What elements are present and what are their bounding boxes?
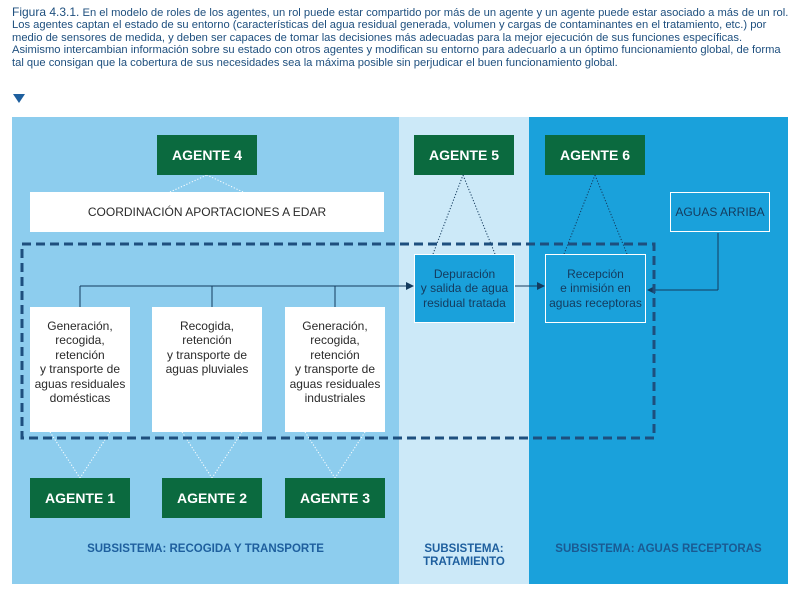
role-aguas-arriba: AGUAS ARRIBA	[670, 192, 770, 232]
agent4-links	[169, 174, 244, 193]
role-depuracion: Depuración y salida de agua residual tra…	[414, 254, 515, 323]
agent5-links	[432, 174, 496, 255]
figure-label: Figura 4.3.1.	[12, 5, 80, 19]
figure-caption: Figura 4.3.1. En el modelo de roles de l…	[12, 6, 792, 69]
subsystem-receptoras-label: SUBSISTEMA: AGUAS RECEPTORAS	[555, 543, 762, 555]
triangle-marker-icon	[13, 94, 25, 103]
agent-1-label: AGENTE 1	[44, 490, 115, 506]
role-coordinacion: COORDINACIÓN APORTACIONES A EDAR	[30, 192, 384, 232]
agent-3[interactable]: AGENTE 3	[285, 478, 385, 518]
agent-6-label: AGENTE 6	[559, 147, 630, 163]
agent-6[interactable]: AGENTE 6	[545, 135, 645, 175]
agent-5[interactable]: AGENTE 5	[414, 135, 514, 175]
role-industriales: Generación, recogida, retención y transp…	[285, 307, 385, 432]
role-domesticas: Generación, recogida, retención y transp…	[30, 307, 130, 432]
flow-from-aguas-arriba	[647, 233, 719, 294]
role-boundary-dashed	[20, 242, 656, 440]
agent-1[interactable]: AGENTE 1	[30, 478, 130, 518]
role-coordinacion-label: COORDINACIÓN APORTACIONES A EDAR	[87, 204, 327, 219]
flow-to-depuracion	[79, 282, 414, 307]
caption-text: En el modelo de roles de los agentes, un…	[12, 7, 789, 69]
subsystem-tratamiento-label: SUBSISTEMA: TRATAMIENTO	[423, 543, 505, 568]
agent-2[interactable]: AGENTE 2	[162, 478, 262, 518]
agent-4[interactable]: AGENTE 4	[157, 135, 257, 175]
subsystem-recogida-label: SUBSISTEMA: RECOGIDA Y TRANSPORTE	[87, 543, 324, 555]
role-pluviales-label: Recogida, retención y transporte de agua…	[165, 319, 249, 377]
role-depuracion-label: Depuración y salida de agua residual tra…	[420, 266, 509, 310]
role-industriales-label: Generación, recogida, retención y transp…	[289, 319, 381, 406]
panel-tratamiento	[399, 117, 529, 584]
agents-1-3-links	[49, 431, 366, 479]
agent6-links	[563, 174, 628, 255]
agent-4-label: AGENTE 4	[171, 147, 242, 163]
agent-3-label: AGENTE 3	[299, 490, 370, 506]
agent-2-label: AGENTE 2	[176, 490, 247, 506]
role-recepcion-label: Recepción e inmisión en aguas receptoras	[549, 266, 642, 310]
role-recepcion: Recepción e inmisión en aguas receptoras	[545, 254, 646, 323]
role-pluviales: Recogida, retención y transporte de agua…	[152, 307, 262, 432]
role-aguas-arriba-label: AGUAS ARRIBA	[675, 204, 765, 219]
agent-5-label: AGENTE 5	[428, 147, 499, 163]
role-domesticas-label: Generación, recogida, retención y transp…	[34, 319, 126, 406]
